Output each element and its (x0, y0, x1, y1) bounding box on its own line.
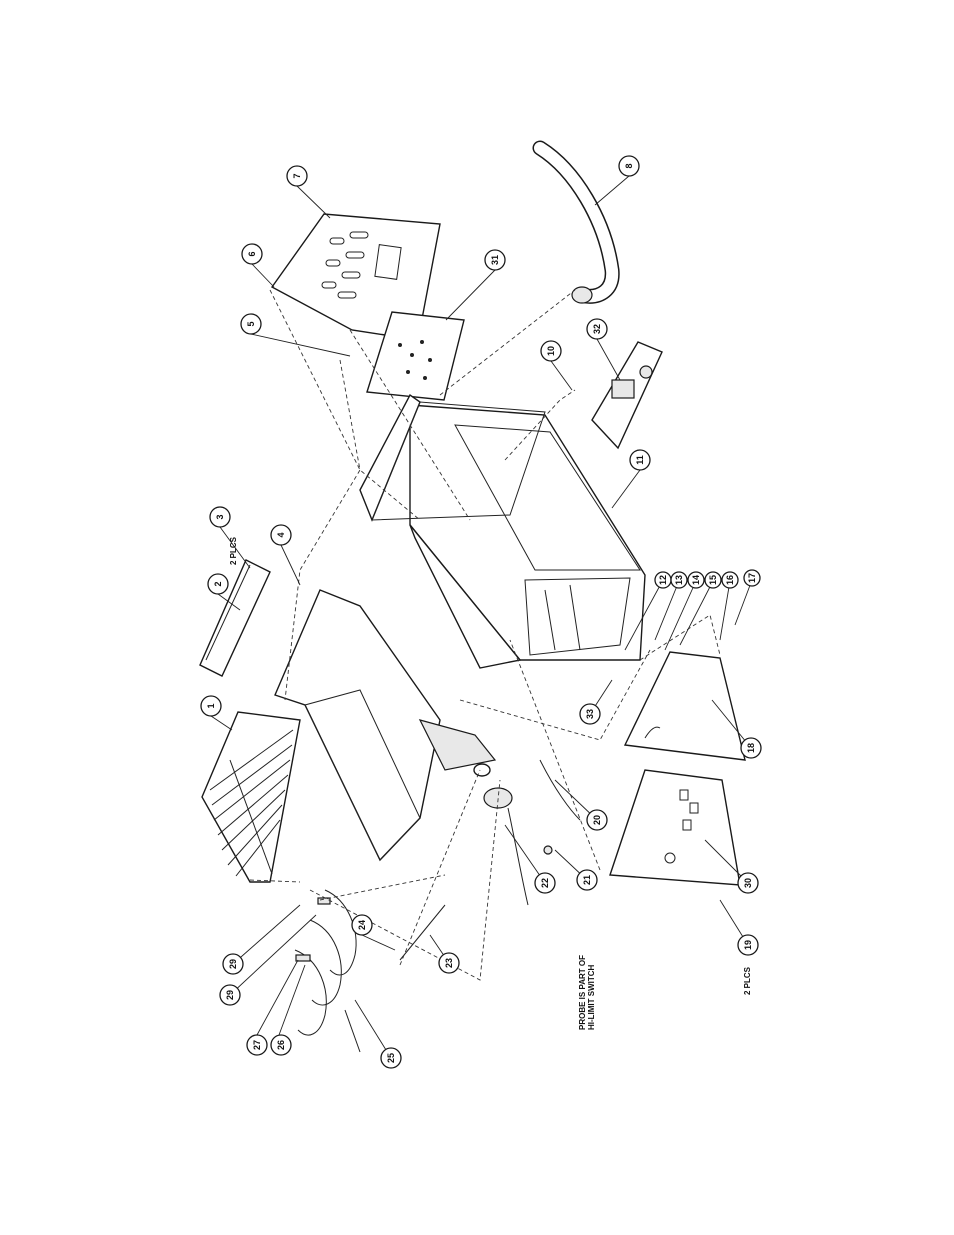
svg-text:29: 29 (225, 990, 235, 1000)
callout-6: 6 (241, 243, 263, 265)
svg-text:21: 21 (582, 875, 592, 885)
svg-text:6: 6 (247, 251, 257, 256)
thermostat-components (473, 759, 581, 906)
svg-text:4: 4 (276, 532, 286, 537)
callout-22: 22 (534, 872, 556, 894)
svg-text:30: 30 (743, 878, 753, 888)
callout-24: 24 (351, 914, 373, 936)
callout-12: 12 (654, 571, 672, 589)
heating-elements (294, 889, 446, 1053)
svg-text:26: 26 (276, 1040, 286, 1050)
callout-10: 10 (540, 340, 562, 362)
svg-text:13: 13 (674, 575, 684, 585)
callout-7: 7 (286, 165, 308, 187)
callout-30: 30 (737, 872, 759, 894)
callout-29-top: 29 (222, 953, 244, 975)
svg-text:10: 10 (546, 346, 556, 356)
basket-hanger (199, 559, 271, 677)
svg-text:18: 18 (746, 743, 756, 753)
svg-text:19: 19 (743, 940, 753, 950)
drain-hose (532, 140, 620, 304)
callout-33: 33 (579, 703, 601, 725)
callout-15: 15 (704, 571, 722, 589)
svg-text:25: 25 (386, 1053, 396, 1063)
callout-20: 20 (586, 809, 608, 831)
svg-text:32: 32 (592, 324, 602, 334)
svg-text:17: 17 (747, 573, 757, 583)
callout-31: 31 (484, 249, 506, 271)
callout-4: 4 (270, 524, 292, 546)
svg-text:2: 2 (213, 581, 223, 586)
fryer-body (274, 589, 497, 862)
callout-16: 16 (721, 571, 739, 589)
svg-text:12: 12 (658, 575, 668, 585)
control-plate (366, 311, 465, 401)
probe-note-line2: HI-LIMIT SWITCH (587, 964, 596, 1030)
callout-29-bottom: 29 (219, 984, 241, 1006)
rear-louvered-panel (270, 213, 441, 341)
callout-19: 19 (737, 934, 759, 956)
drain-valve-assembly (591, 341, 663, 450)
callout-1: 1 (200, 695, 222, 717)
svg-text:16: 16 (725, 575, 735, 585)
callout-21: 21 (576, 869, 598, 891)
svg-text:14: 14 (691, 575, 701, 585)
svg-text:1: 1 (206, 703, 216, 708)
callout-13: 13 (670, 571, 688, 589)
probe-note-line1: PROBE IS PART OF (578, 955, 587, 1030)
plcs-note-bottom: 2 PLCS (743, 966, 752, 995)
callout-5: 5 (240, 313, 262, 335)
svg-text:22: 22 (540, 878, 550, 888)
svg-text:5: 5 (246, 321, 256, 326)
svg-text:24: 24 (357, 920, 367, 930)
callout-14: 14 (687, 571, 705, 589)
callout-27: 27 (246, 1034, 268, 1056)
callout-32: 32 (586, 318, 608, 340)
side-frame (359, 393, 546, 522)
svg-text:27: 27 (252, 1040, 262, 1050)
leader-lines (210, 175, 753, 1059)
svg-text:7: 7 (292, 173, 302, 178)
callout-17: 17 (743, 569, 761, 587)
svg-text:11: 11 (635, 455, 645, 465)
callout-11: 11 (629, 449, 651, 471)
svg-text:29: 29 (228, 959, 238, 969)
svg-text:23: 23 (444, 958, 454, 968)
callout-25: 25 (380, 1047, 402, 1069)
plcs-note-top: 2 PLCS (229, 536, 238, 565)
svg-text:20: 20 (592, 815, 602, 825)
callout-23: 23 (438, 952, 460, 974)
svg-text:33: 33 (585, 709, 595, 719)
callout-8: 8 (618, 155, 640, 177)
control-panel (609, 769, 741, 886)
front-access-panel (623, 651, 746, 761)
svg-text:15: 15 (708, 575, 718, 585)
svg-text:31: 31 (490, 255, 500, 265)
callout-2: 2 (207, 573, 229, 595)
callout-18: 18 (740, 737, 762, 759)
callout-3: 3 (209, 506, 231, 528)
main-cabinet (409, 404, 646, 669)
svg-text:8: 8 (624, 163, 634, 168)
svg-text:3: 3 (215, 514, 225, 519)
wire-rack (201, 711, 301, 883)
callout-26: 26 (270, 1034, 292, 1056)
